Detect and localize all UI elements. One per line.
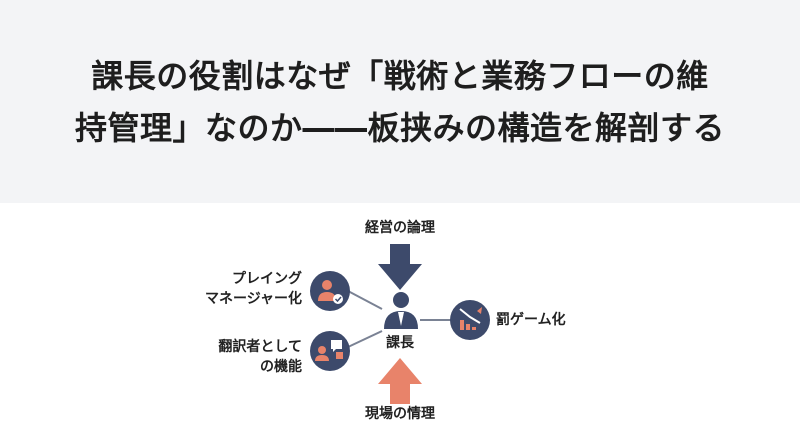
declining-chart-icon bbox=[450, 300, 490, 340]
top-arrow-icon bbox=[378, 244, 422, 290]
left-top-label-line-1: プレイング bbox=[232, 271, 302, 287]
bottom-label: 現場の情理 bbox=[365, 406, 435, 422]
left-bottom-label-line-1: 翻訳者として bbox=[218, 339, 302, 355]
left-top-label-line-2: マネージャー化 bbox=[204, 291, 302, 307]
top-label: 経営の論理 bbox=[365, 220, 435, 236]
page-title: 課長の役割はなぜ「戦術と業務フローの維 持管理」なのか――板挟みの構造を解剖する bbox=[20, 50, 780, 154]
left-top-label: プレイング マネージャー化 bbox=[180, 269, 302, 309]
left-bottom-label-line-2: の機能 bbox=[260, 359, 302, 375]
people-speech-icon bbox=[310, 331, 350, 371]
left-bottom-label: 翻訳者として の機能 bbox=[180, 337, 302, 377]
page-title-line-2: 持管理」なのか――板挟みの構造を解剖する bbox=[74, 109, 725, 147]
diagram-canvas bbox=[310, 244, 490, 404]
center-label: 課長 bbox=[386, 335, 414, 351]
header-band bbox=[0, 0, 800, 203]
bottom-arrow-icon bbox=[378, 358, 422, 404]
connector-left-top bbox=[347, 290, 383, 310]
right-label: 罰ゲーム化 bbox=[496, 312, 566, 328]
person-check-icon bbox=[310, 271, 350, 311]
role-diagram: 経営の論理 課長 現場の情理 プレイング マネージャー化 翻訳者として の機能 … bbox=[0, 203, 800, 436]
page-title-line-1: 課長の役割はなぜ「戦術と業務フローの維 bbox=[91, 57, 709, 95]
connector-left-bottom bbox=[347, 330, 383, 348]
manager-person-icon bbox=[384, 292, 418, 329]
